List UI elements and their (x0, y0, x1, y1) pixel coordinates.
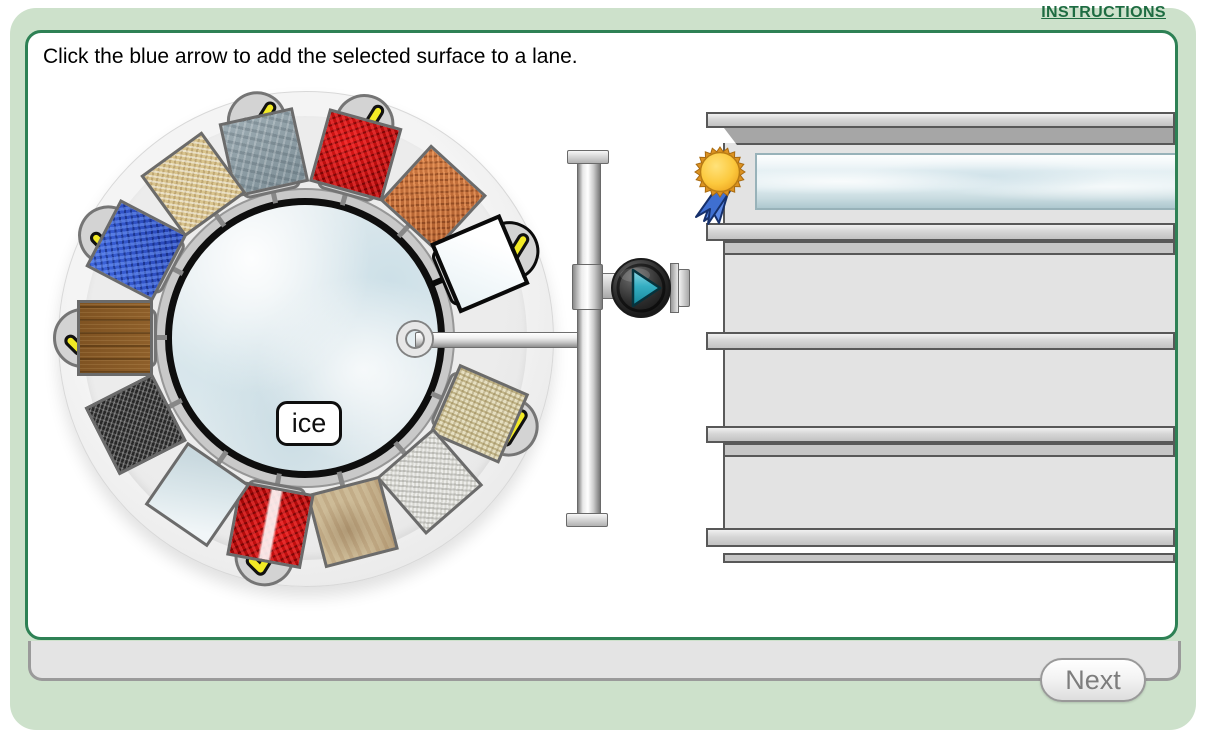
lane-rail (706, 112, 1175, 128)
lane-rail (706, 426, 1175, 443)
lane-rail (723, 241, 1175, 255)
lane-rail (723, 553, 1175, 563)
selected-surface-label: ice (276, 401, 342, 446)
stand-bottom-cap (566, 513, 608, 527)
play-arrow-icon (631, 268, 662, 308)
stand-bracket (572, 264, 603, 310)
lane-4 (723, 457, 1175, 528)
lane-rail (706, 332, 1175, 350)
lane-3 (723, 350, 1175, 426)
selector-pointer-rod (415, 332, 585, 348)
stand-top-cap (567, 150, 609, 164)
instructions-link[interactable]: INSTRUCTIONS (1041, 4, 1166, 21)
stand-pole (577, 163, 601, 515)
lane-rail (706, 223, 1175, 241)
main-panel: Click the blue arrow to add the selected… (25, 30, 1178, 640)
lane-2 (723, 255, 1175, 332)
lane-award-slot (694, 145, 746, 234)
button-flange-cap (678, 269, 690, 307)
next-button[interactable]: Next (1040, 658, 1146, 702)
award-ribbon-icon (694, 146, 746, 225)
lane-rail-face (724, 128, 1175, 145)
lane-rail (723, 443, 1175, 457)
add-surface-play-button[interactable] (610, 257, 672, 319)
surface-tile-wood[interactable] (77, 300, 153, 376)
lane-rail (706, 528, 1175, 547)
selector-pointer-hub (398, 322, 432, 356)
lane-1 (723, 143, 1175, 223)
bottom-bar (28, 641, 1181, 681)
prompt-text: Click the blue arrow to add the selected… (43, 45, 578, 68)
lane-surface-ice (755, 153, 1175, 210)
